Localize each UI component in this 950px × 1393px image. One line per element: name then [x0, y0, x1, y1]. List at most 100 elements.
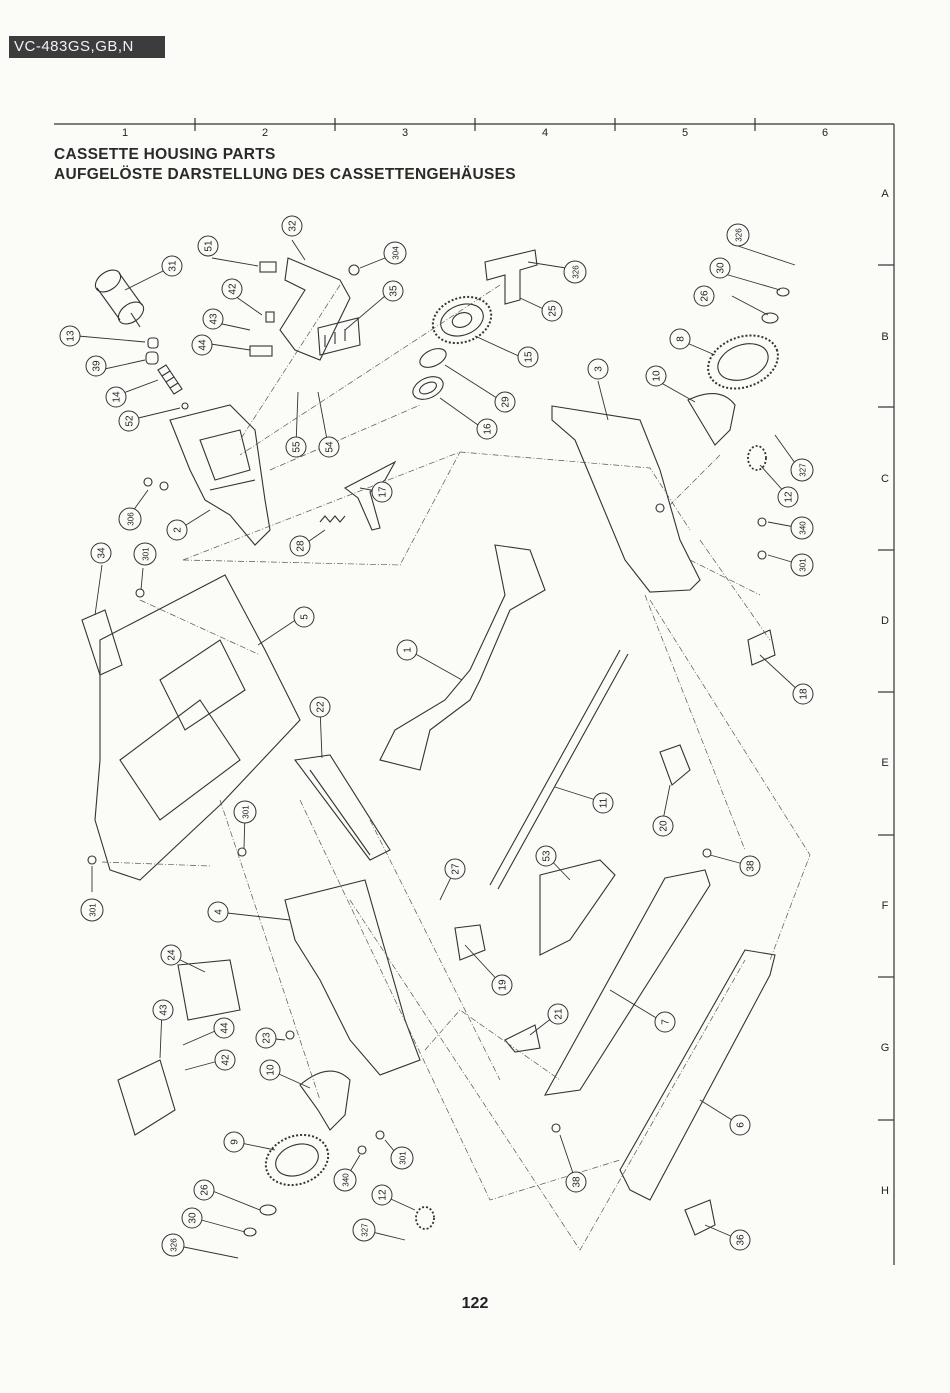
- screw-part: [375, 1130, 385, 1140]
- callout-circle: [233, 800, 257, 824]
- callout-label: 23: [262, 1032, 273, 1044]
- callout-label: 14: [112, 391, 123, 403]
- switch-block-part: [317, 317, 361, 356]
- callout-circle: [85, 355, 107, 377]
- callout-label: 55: [292, 441, 303, 453]
- callout-label: 53: [542, 850, 553, 862]
- callout-label: 304: [392, 246, 401, 260]
- callout-circle: [118, 507, 142, 531]
- callout-30: 30: [709, 257, 731, 279]
- callout-label: 13: [66, 330, 77, 342]
- callout-circle: [491, 974, 513, 996]
- callout-25: 25: [541, 300, 563, 322]
- callout-301: 301: [233, 800, 257, 824]
- ring-part: [412, 376, 444, 400]
- callout-label: 20: [659, 820, 670, 832]
- callout-29: 29: [494, 391, 516, 413]
- callout-circle: [105, 386, 127, 408]
- callout-27: 27: [444, 858, 466, 880]
- callout-17: 17: [371, 481, 393, 503]
- callout-326: 326: [563, 260, 587, 284]
- spring-part: [319, 515, 346, 523]
- callout-23: 23: [255, 1027, 277, 1049]
- row-label: C: [881, 473, 889, 485]
- callout-label: 3: [594, 366, 605, 372]
- callout-24: 24: [160, 944, 182, 966]
- screw-part: [702, 848, 712, 858]
- callout-label: 12: [784, 491, 795, 503]
- callout-circle: [444, 858, 466, 880]
- callout-label: 10: [266, 1064, 277, 1076]
- callout-circle: [318, 436, 340, 458]
- callout-circle: [80, 898, 104, 922]
- title-german: AUFGELÖSTE DARSTELLUNG DES CASSETTENGEHÄ…: [54, 166, 516, 183]
- callout-circle: [213, 1017, 235, 1039]
- callout-label: 4: [214, 909, 225, 915]
- callout-306: 306: [118, 507, 142, 531]
- callout-38: 38: [565, 1171, 587, 1193]
- switch-part: [265, 311, 275, 323]
- callout-label: 36: [736, 1234, 747, 1246]
- callout-circle: [161, 255, 183, 277]
- shaft-part: [489, 649, 629, 890]
- callout-26: 26: [193, 1179, 215, 1201]
- callout-7: 7: [654, 1011, 676, 1033]
- callout-label: 44: [220, 1022, 231, 1034]
- callout-circle: [281, 215, 303, 237]
- callout-label: 10: [652, 370, 663, 382]
- callout-circle: [152, 999, 174, 1021]
- callout-circle: [59, 325, 81, 347]
- callout-circle: [285, 436, 307, 458]
- callout-340: 340: [790, 516, 814, 540]
- callout-circle: [160, 944, 182, 966]
- row-label: H: [881, 1185, 889, 1197]
- callout-label: 301: [399, 1151, 408, 1165]
- callout-circle: [289, 535, 311, 557]
- callout-circle: [133, 542, 157, 566]
- title-english: CASSETTE HOUSING PARTS: [54, 146, 276, 163]
- assembly-lines: [101, 284, 811, 1251]
- spring-part: [419, 348, 447, 368]
- column-label: 3: [402, 127, 408, 139]
- callout-52: 52: [118, 410, 140, 432]
- callout-5: 5: [293, 606, 315, 628]
- callout-circle: [739, 855, 761, 877]
- row-label: B: [881, 331, 888, 343]
- callout-circle: [382, 280, 404, 302]
- callout-circle: [166, 519, 188, 541]
- callout-35: 35: [382, 280, 404, 302]
- callout-label: 301: [242, 805, 251, 819]
- callout-circle: [565, 1171, 587, 1193]
- callout-circle: [371, 481, 393, 503]
- washer-part: [243, 1227, 257, 1237]
- callout-42: 42: [214, 1049, 236, 1071]
- callout-301: 301: [390, 1146, 414, 1170]
- pulley-part: [145, 351, 159, 365]
- callout-326: 326: [161, 1233, 185, 1257]
- callout-label: 24: [167, 949, 178, 961]
- callout-circle: [517, 346, 539, 368]
- foot-part: [684, 1199, 716, 1236]
- callout-30: 30: [181, 1207, 203, 1229]
- callout-circle: [476, 418, 498, 440]
- callout-label: 8: [676, 336, 687, 342]
- callout-31: 31: [161, 255, 183, 277]
- screw-part: [143, 477, 153, 487]
- callout-circle: [333, 1168, 357, 1192]
- callout-circle: [709, 257, 731, 279]
- column-label: 4: [542, 127, 548, 139]
- callout-20: 20: [652, 815, 674, 837]
- callout-circle: [309, 696, 331, 718]
- screw-part: [551, 1123, 561, 1133]
- cover-part: [619, 949, 776, 1201]
- callout-42: 42: [221, 278, 243, 300]
- bracket-part: [484, 249, 538, 305]
- callout-label: 1: [403, 647, 414, 653]
- callout-circle: [197, 235, 219, 257]
- screw-part: [348, 264, 360, 276]
- cam-part: [687, 393, 736, 446]
- callout-51: 51: [197, 235, 219, 257]
- callout-circle: [790, 553, 814, 577]
- callout-circle: [223, 1131, 245, 1153]
